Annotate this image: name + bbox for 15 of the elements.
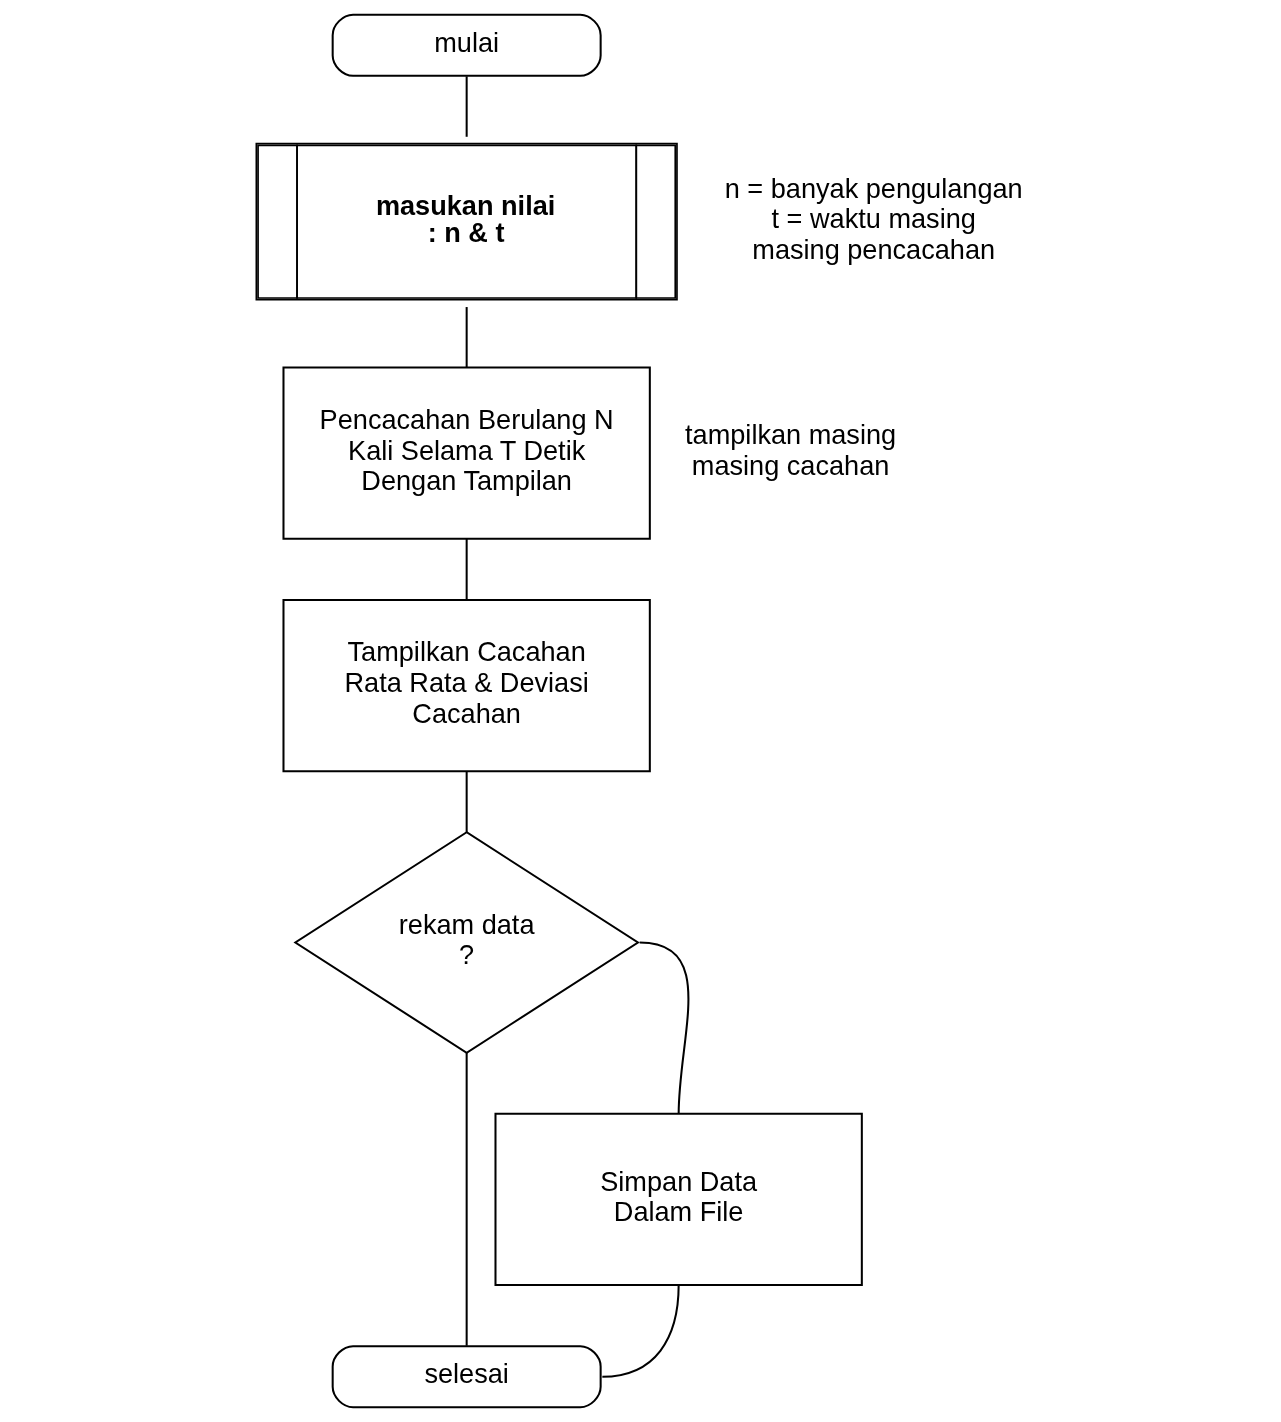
node-diamond: rekam data ? <box>293 831 640 1054</box>
connector <box>465 76 468 137</box>
node-box: selesai <box>331 1345 602 1409</box>
connector <box>465 1052 468 1346</box>
node-box: Tampilkan Cacahan Rata Rata & Deviasi Cacahan <box>282 598 651 773</box>
node-box: Simpan Data Dalam File <box>494 1112 863 1287</box>
connector <box>639 941 690 1114</box>
connector <box>465 307 468 368</box>
node-box: mulai <box>331 13 602 77</box>
connector <box>602 1285 680 1378</box>
node-label: n = banyak pengulangan t = waktu masing masing pencacahan <box>724 172 1023 265</box>
node-box: Pencacahan Berulang N Kali Selama T Detik Dengan Tampilan <box>282 366 651 540</box>
node-label: tampilkan masing masing cacahan <box>685 419 897 481</box>
connector <box>465 771 468 832</box>
connector <box>465 538 468 600</box>
